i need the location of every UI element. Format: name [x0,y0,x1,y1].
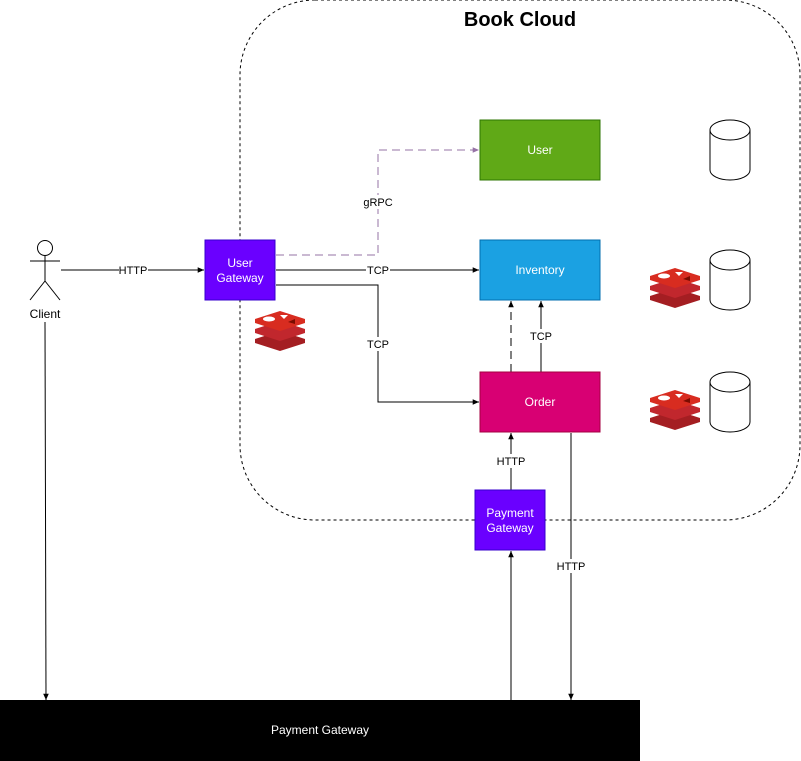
redis-icon [255,311,305,351]
edge-label-gateway-user: gRPC [363,197,392,209]
user-gateway-label-2: Gateway [216,271,263,285]
user-service-label: User [527,143,552,157]
client-label: Client [30,307,61,321]
redis-icon [650,268,700,308]
order-service-label: Order [525,395,556,409]
edge-label-bg [528,329,554,343]
edge-label-bg [365,337,391,351]
edge-label-order-payment-bar: HTTP [557,561,586,573]
order-service-node[interactable]: Order [479,371,601,433]
edge-label-bg [366,263,390,277]
inventory-service-label: Inventory [515,263,564,277]
edge-client-to-payment-bar [43,321,49,701]
edge-label-order-inventory: TCP [530,331,552,343]
client-actor-icon [29,240,61,301]
edge-label-payment-order: HTTP [497,456,526,468]
inventory-service-node[interactable]: Inventory [479,239,601,301]
edge-label-bg [360,195,396,209]
edge-label-gateway-inventory: TCP [367,265,389,277]
payment-gateway-label-2: Gateway [486,521,533,535]
edge-label-bg [554,559,588,573]
book-cloud-title: Book Cloud [464,9,576,31]
edge-label-client-gateway: HTTP [119,265,148,277]
edge-label-bg [119,263,148,277]
database-icon [709,371,751,433]
payment-gateway-external-bar[interactable]: Payment Gateway [0,700,640,761]
edge-label-bg [494,454,528,468]
payment-gateway-bar-label: Payment Gateway [271,723,369,737]
user-service-node[interactable]: User [479,119,601,181]
database-icon [709,119,751,181]
user-gateway-node[interactable]: User Gateway [204,239,276,301]
database-icon [709,249,751,311]
redis-icon [650,390,700,430]
user-gateway-label-1: User [227,256,252,270]
payment-gateway-label-1: Payment [486,506,534,520]
payment-gateway-node[interactable]: Payment Gateway [474,489,546,551]
edge-label-gateway-order: TCP [367,339,389,351]
